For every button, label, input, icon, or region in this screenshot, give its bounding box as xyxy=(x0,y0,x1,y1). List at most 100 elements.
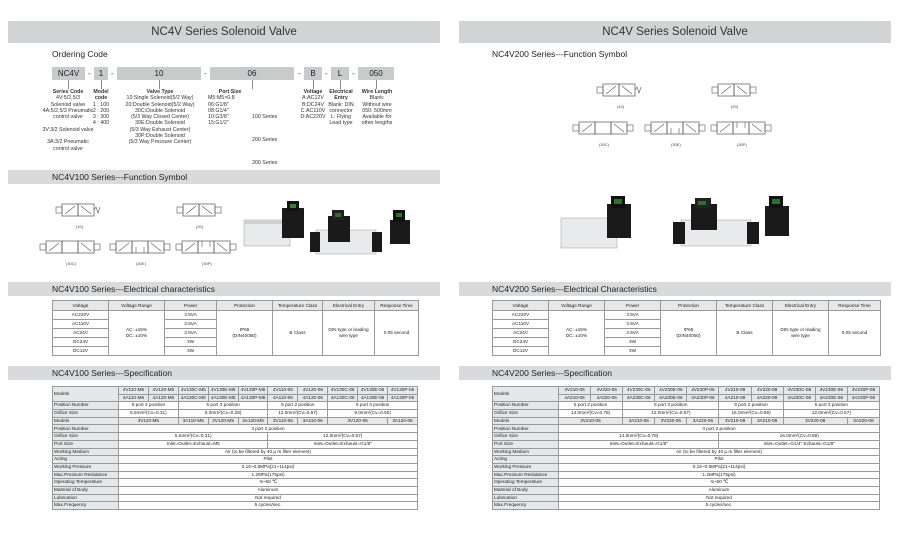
model-cell: 4V230C-06 xyxy=(622,386,656,395)
spec-label: Working Pressure xyxy=(492,462,559,472)
spec-value: 5 port 3 position xyxy=(177,401,269,411)
power-cell: 3W xyxy=(604,346,661,356)
spec-value: 14.0mm²(Cv=0.78) xyxy=(557,432,720,441)
spec-value: 5 port 3 position xyxy=(327,401,418,411)
spec-value: Pilot xyxy=(558,455,880,464)
model-cell: 4A130C-M5 xyxy=(177,393,209,403)
spec-label: Lubrication xyxy=(52,493,119,503)
valve-symbol-20: (20) xyxy=(711,83,757,109)
valve-symbol-30e: (30E) xyxy=(109,240,171,266)
spec-label: Orifice Size xyxy=(492,409,559,418)
header-cell: Response Time xyxy=(828,300,881,311)
spec-label: Position Number xyxy=(52,424,119,434)
model-cell: 4V120-M5 xyxy=(147,386,179,395)
model-cell: 4A230P-06 xyxy=(686,393,720,403)
spec-value: 1.2MPa(175psi) xyxy=(118,470,418,480)
model-cell: 4V130P-06 xyxy=(387,386,418,395)
spec-label: Port Size xyxy=(492,439,559,449)
model-cell: 4V230C-08 xyxy=(782,386,816,395)
ordering-code-title: Ordering Code xyxy=(52,49,108,59)
model-cell: 4A230C-08 xyxy=(782,393,816,403)
spec-label: Operating Temperature xyxy=(492,478,559,487)
model-cell: 4A230P-08 xyxy=(846,393,881,403)
symbol-label: (30E) xyxy=(136,261,146,266)
spec-value: 3 port 2 position xyxy=(558,424,880,434)
model-cell: 4V230P-06 xyxy=(686,386,720,395)
spec-value: 12.0mm²(Cv=0.67) xyxy=(267,409,329,418)
model-cell: 3A110-M5 xyxy=(177,416,209,426)
valve-symbol-30p: (30P) xyxy=(175,240,237,266)
spec-value: 5.5mm²(Cv=0.31) xyxy=(118,409,179,418)
model-cell: 4V120-06 xyxy=(297,386,329,395)
valve-symbol-30e: (30E) xyxy=(644,121,706,147)
connector-line xyxy=(252,80,253,89)
header-cell: Response Time xyxy=(374,300,419,311)
model-cell: 4A130E-06 xyxy=(357,393,389,403)
temperature-class-cell: B Class xyxy=(272,310,323,356)
ordering-box-model: 1 xyxy=(94,67,108,80)
power-cell: 3.5VA xyxy=(164,310,217,320)
ordering-dash: - xyxy=(204,69,207,78)
model-cell: 4V220-06 xyxy=(590,386,624,395)
spec-value: Not required xyxy=(558,493,880,503)
valve-symbol-30p: (30P) xyxy=(710,121,772,147)
ordering-dash: - xyxy=(298,69,301,78)
model-cell: 4V230E-06 xyxy=(654,386,688,395)
spec-value: 5 port 3 position xyxy=(622,401,720,411)
spec-label: Orifice Size xyxy=(52,432,119,441)
electrical-entry-cell: DIN type or leading wire type xyxy=(772,310,829,356)
port-series-item: 200 Series xyxy=(252,136,278,143)
temperature-class-cell: B Class xyxy=(716,310,773,356)
model-cell: 4A230E-06 xyxy=(654,393,688,403)
model-cell: 4V230E-08 xyxy=(814,386,848,395)
spec-label: Position Number xyxy=(492,401,559,411)
header-cell: Voltage xyxy=(52,300,109,311)
response-time-cell: 0.05 second xyxy=(828,310,881,356)
power-cell: 3.5VA xyxy=(604,328,661,338)
model-cell: 4A220-06 xyxy=(590,393,624,403)
valve-symbol-20: (20) xyxy=(176,203,222,229)
power-cell: 3.5VA xyxy=(164,319,217,329)
model-cell: 3V220-06 xyxy=(654,416,688,426)
model-cell: 4V130P-M5 xyxy=(237,386,269,395)
model-cell: 3A220-08 xyxy=(846,416,881,426)
model-cell: 3A120-M5 xyxy=(237,416,269,426)
voltage-range-cell: AC: ±15% DC: ±10% xyxy=(548,310,605,356)
header-cell: Voltage Range xyxy=(548,300,605,311)
header-cell: Temperature Class xyxy=(272,300,323,311)
model-cell: 4V130C-M5 xyxy=(177,386,209,395)
spec-value: 16.0mm²(Cv=0.89) xyxy=(718,432,880,441)
spec-label: Max.Frequency xyxy=(52,501,119,510)
spec-value: 5.0mm²(Cv=0.28) xyxy=(177,409,269,418)
spec-value: 14.0mm²(Cv=0.78) xyxy=(557,409,624,418)
spec-label: Orifice Size xyxy=(52,409,119,418)
header-cell: Protection xyxy=(216,300,273,311)
header-cell: Power xyxy=(604,300,661,311)
spec-value: 0.15~0.8MPa(21~114psi) xyxy=(118,462,418,472)
specification-table: Models 4V110-M5 4V120-M5 4V130C-M5 4V130… xyxy=(52,385,418,510)
voltage-cell: AC24V xyxy=(52,328,109,338)
header-cell: Temperature Class xyxy=(716,300,773,311)
model-cell: 4A120-06 xyxy=(297,393,329,403)
voltage-cell: AC220V xyxy=(492,310,549,320)
spec-label: Material of Body xyxy=(52,485,119,495)
model-cell: 4A130C-06 xyxy=(327,393,359,403)
spec-label: Acting xyxy=(492,455,559,464)
electrical-title: NC4V200 Series---Electrical Characterist… xyxy=(459,282,891,296)
model-cell: 4V210-08 xyxy=(718,386,752,395)
power-cell: 3.5VA xyxy=(604,310,661,320)
spec-value: Not required xyxy=(118,493,418,503)
electrical-entry-cell: DIN type or leading wire type xyxy=(322,310,375,356)
model-cell: 3A220-06 xyxy=(686,416,720,426)
spec-value: 12.0mm²(Cv=0.67) xyxy=(782,409,881,418)
symbol-label: (30P) xyxy=(737,142,747,147)
spec-value: -5~50 ℃ xyxy=(558,478,880,487)
spec-value: 5 port 2 position xyxy=(557,401,624,411)
protection-cell: IP65 (DIN40050) xyxy=(216,310,273,356)
ordering-box-wire: 050 xyxy=(358,67,394,80)
spec-label: Lubrication xyxy=(492,493,559,503)
electrical-table: Voltage Voltage Range Power Protection T… xyxy=(492,300,881,356)
ordering-dash: - xyxy=(325,69,328,78)
